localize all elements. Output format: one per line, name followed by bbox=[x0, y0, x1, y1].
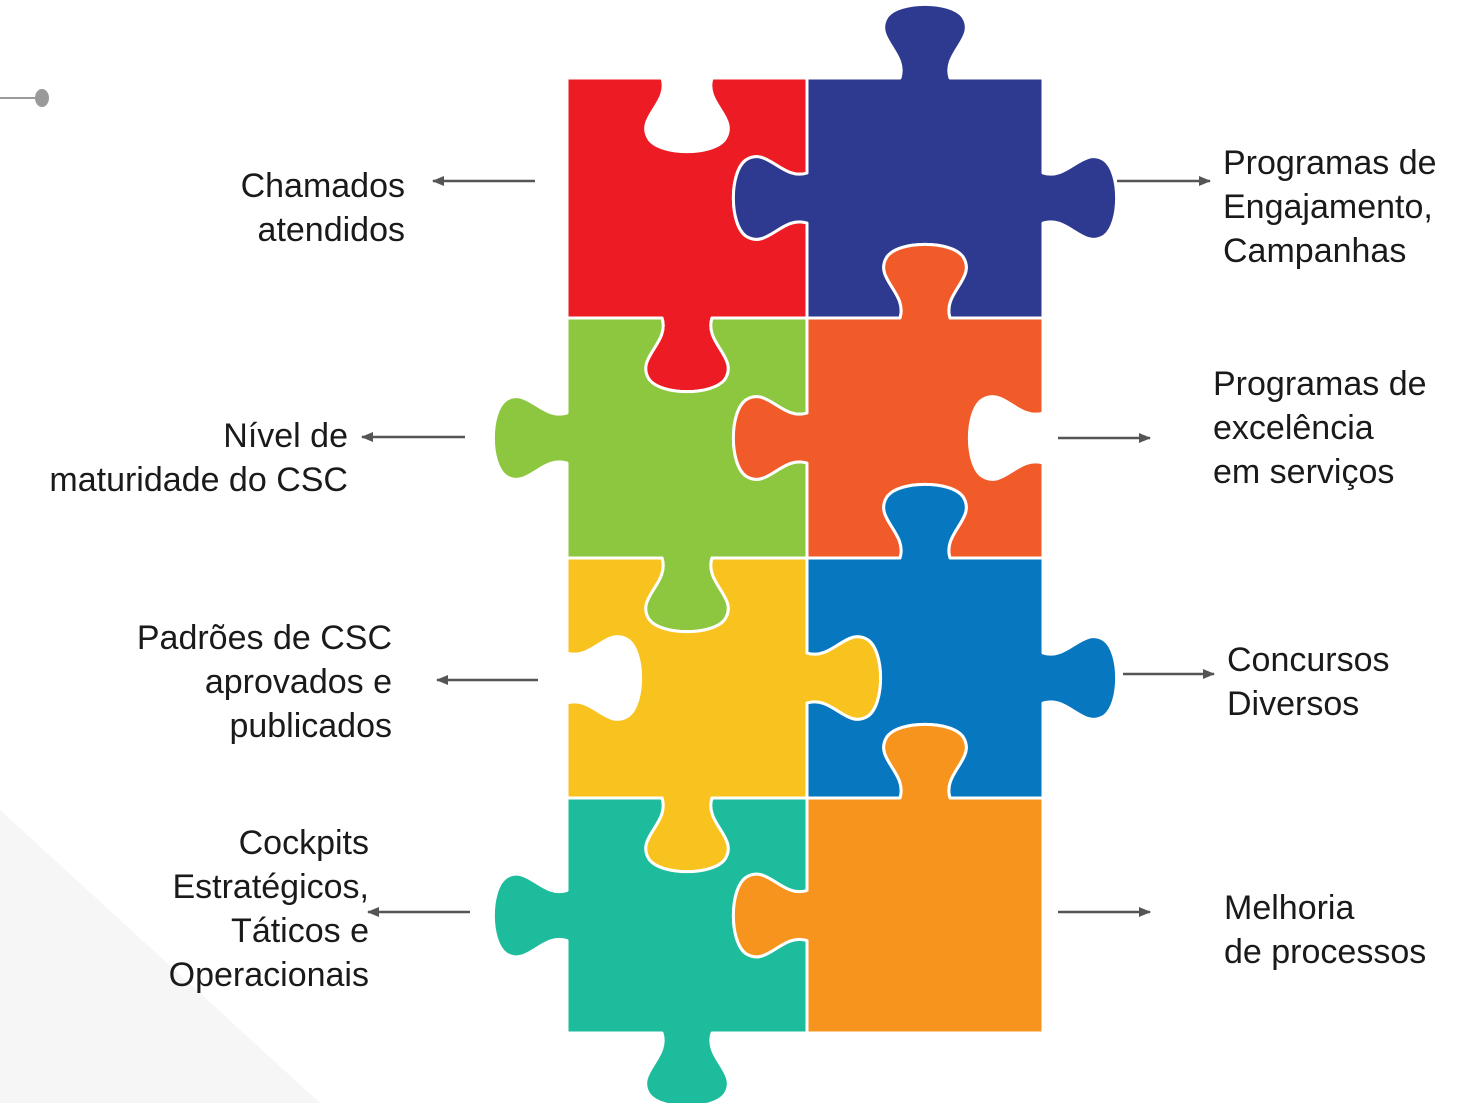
label-padroes-csc: Padrões de CSC aprovados e publicados bbox=[136, 619, 392, 745]
label-melhoria-processos: Melhoria de processos bbox=[1224, 889, 1427, 971]
label-nivel-maturidade: Nível de maturidade do CSC bbox=[49, 417, 348, 499]
puzzle-piece-orange bbox=[731, 722, 1045, 1035]
label-programas-excelencia: Programas de excelência em serviços bbox=[1213, 365, 1427, 491]
label-concursos-diversos: Concursos Diversos bbox=[1227, 641, 1390, 723]
connector-dot bbox=[35, 89, 49, 107]
label-programas-engajamento: Programas de Engajamento, Campanhas bbox=[1223, 144, 1437, 270]
label-chamados-atendidos: Chamados atendidos bbox=[240, 167, 405, 249]
background-triangle bbox=[0, 810, 320, 1103]
label-cockpits: Cockpits Estratégicos, Táticos e Operaci… bbox=[168, 824, 369, 994]
